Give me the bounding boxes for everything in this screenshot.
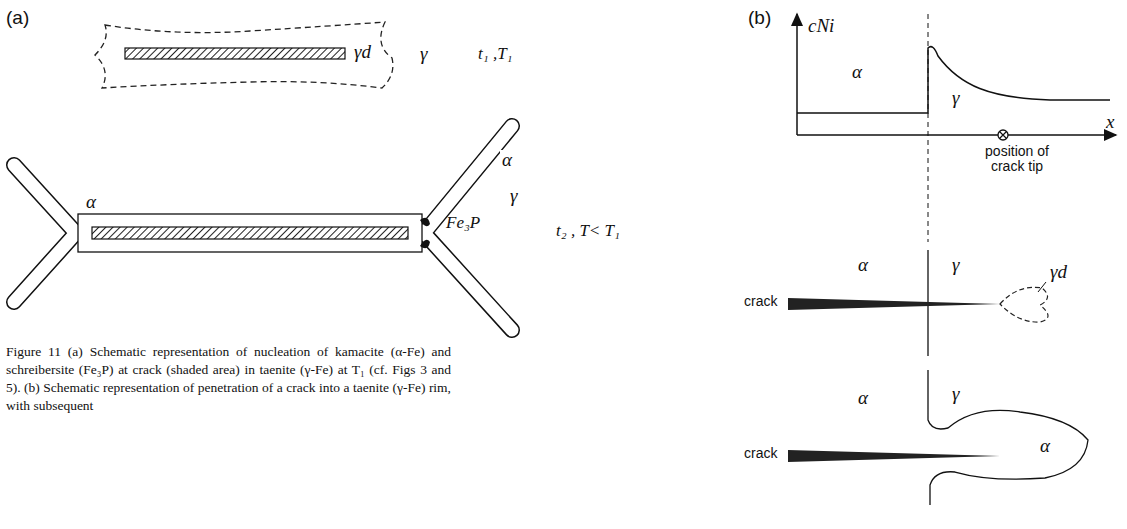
phase-label: α [500,150,514,171]
kamacite-branches [14,126,512,330]
crack-wedge [788,298,1000,310]
compound-label: Fe₃P [446,214,480,233]
crack-wedge [788,450,1000,462]
phase-label: γ [952,88,960,109]
phase-label: γ [952,384,960,405]
annotation: position of crack tip [972,144,1062,175]
crack-label: crack [744,294,777,309]
phase-label: α [1040,436,1050,457]
phase-label: γd [1050,262,1067,283]
time-temperature-label: t₂ , T< T₁ [556,222,620,241]
panel-label: (a) [6,8,29,29]
kamacite-bulge [928,370,1088,505]
crack-tip-marker [998,130,1008,140]
figure-caption: Figure 11 (a) Schematic representation o… [6,343,451,415]
concentration-profile [797,47,1110,113]
x-axis [797,134,1116,136]
phase-label: α [86,192,96,213]
schreibersite-particles [420,218,430,249]
phase-label: α [852,62,862,83]
leader-line [1038,282,1046,292]
axis-label: x [1106,112,1114,133]
time-temperature-label: t₁ ,T₁ [478,45,513,64]
phase-label: γ [952,255,960,276]
kamacite-plate [78,214,422,252]
crack-bar [125,48,345,59]
phase-label: γ [510,186,518,207]
gamma-d-zone [95,22,393,88]
crack-bar [92,227,408,239]
crack-label: crack [744,446,777,461]
y-axis [796,14,798,135]
phase-label: α [858,388,868,409]
phase-label: α [858,255,868,276]
axis-label: cNi [808,16,834,37]
panel-label: (b) [748,8,771,29]
phase-label: γd [354,42,371,63]
gamma-d-zone [1000,287,1048,322]
phase-label: γ [420,44,428,65]
